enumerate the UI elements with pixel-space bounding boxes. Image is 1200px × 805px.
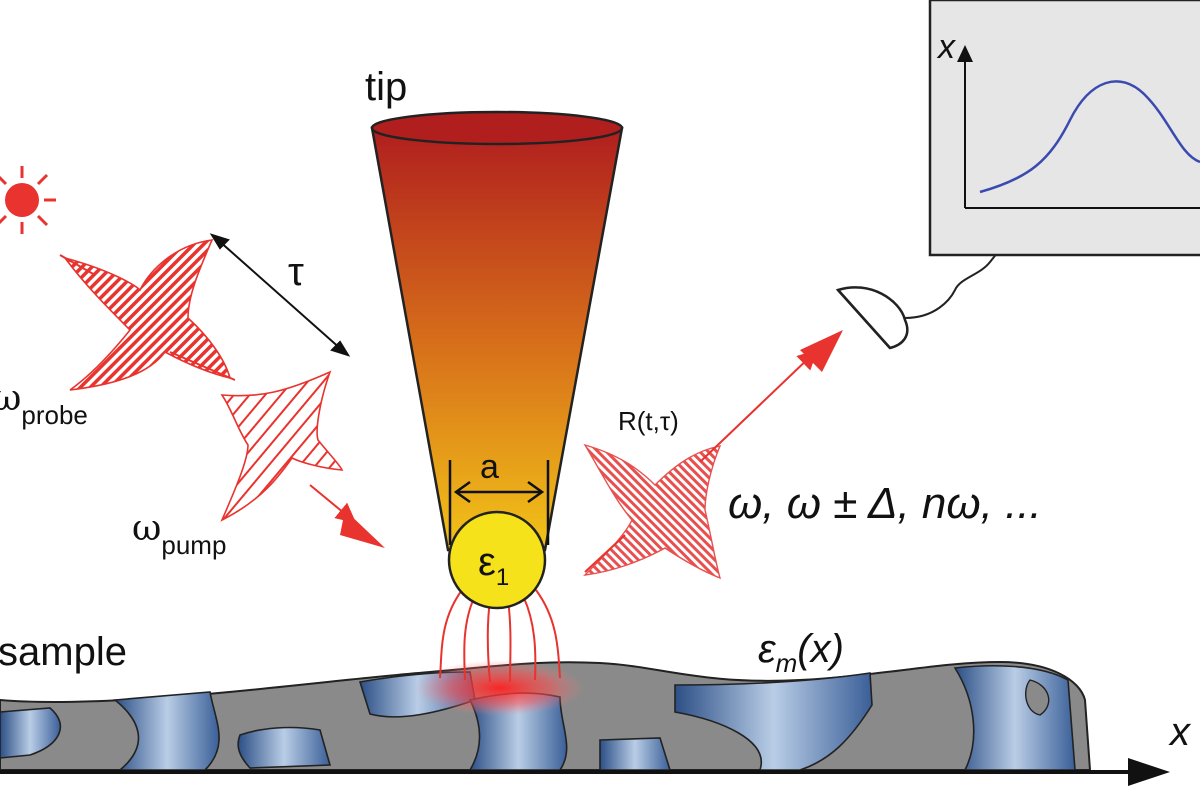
omega-probe-label: ωprobe [0,378,88,430]
monitor [928,0,1200,257]
sample-label: sample [0,630,127,674]
domain-7 [674,672,873,771]
reflection-label: R(t,τ) [618,406,679,436]
tip-label: tip [365,65,407,109]
near-field-lines [439,589,561,683]
domain-6 [599,737,672,771]
epsilon-1-label: ε1 [478,540,509,591]
monitor-curve [979,80,1200,194]
detector-cable [904,251,999,319]
x-axis-label: x [1168,710,1192,754]
pump-arrowhead [340,510,385,548]
reflected-arrowhead [800,330,843,372]
size-a-marker [448,460,550,545]
domain-1 [0,707,62,759]
size-a-label: a [480,448,499,486]
sun-icon [0,166,56,234]
hot-spot [415,660,585,716]
frequencies-label: ω, ω ± Δ, nω, ... [728,479,1042,528]
tip-apex-sphere [447,510,547,610]
sample-gray-island [1024,679,1050,716]
omega-pump-label: ωpump [132,508,226,560]
tau-label: τ [288,250,304,294]
reflected-beam [584,349,818,573]
detector-icon [835,286,909,350]
eps-m-label: εm(x) [758,627,844,678]
pump-pulse [220,370,344,522]
x-axis [0,758,1170,786]
tip [370,110,624,552]
incident-beam [59,254,357,524]
tau-arrow [209,233,351,357]
domain-8 [953,665,1076,771]
monitor-axis-label: x [936,28,956,66]
reflected-pulse [583,443,722,580]
domain-3 [237,726,332,769]
